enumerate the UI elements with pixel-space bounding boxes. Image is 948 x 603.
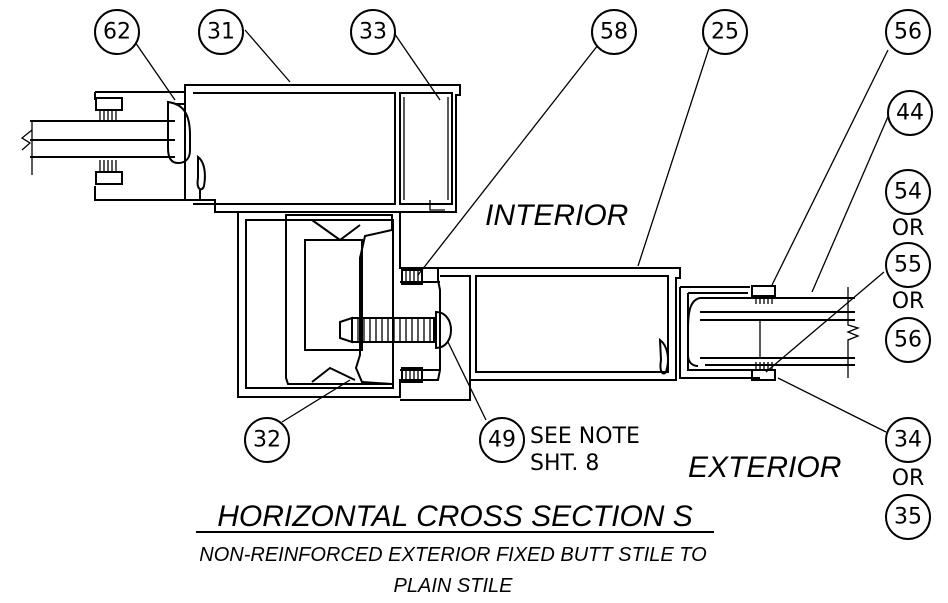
sheet-reference-text: SHT. 8 [530, 451, 599, 476]
svg-text:55: 55 [894, 253, 922, 278]
leader-lines [134, 29, 891, 433]
svg-text:62: 62 [103, 20, 131, 45]
right-glazing [658, 285, 860, 381]
svg-text:58: 58 [600, 20, 628, 45]
svg-text:56: 56 [894, 328, 922, 353]
screw-49 [339, 310, 452, 350]
drawing-subtitle-line-2: PLAIN STILE [394, 575, 514, 597]
callout-58: 58 [591, 9, 637, 55]
or-label-3: OR [892, 466, 925, 491]
callout-34: 34 [885, 417, 931, 463]
svg-text:54: 54 [894, 180, 922, 205]
svg-text:56: 56 [894, 20, 922, 45]
stile-25 [400, 267, 681, 401]
svg-text:44: 44 [896, 101, 924, 126]
weatherstrip-58 [401, 269, 423, 383]
callout-35: 35 [885, 494, 931, 540]
callout-62: 62 [94, 9, 140, 55]
callout-55: 55 [885, 242, 931, 288]
see-note-text: SEE NOTE [530, 424, 640, 449]
frame-31-33 [184, 84, 461, 213]
svg-text:35: 35 [894, 505, 922, 530]
svg-text:33: 33 [359, 20, 387, 45]
frame-32 [237, 211, 441, 398]
glazing-wedge-62 [167, 100, 191, 165]
drawing-title: HORIZONTAL CROSS SECTION S [217, 500, 693, 533]
callout-54: 54 [885, 169, 931, 215]
callout-56-mid: 56 [885, 317, 931, 363]
callout-44: 44 [887, 90, 933, 136]
or-label-2: OR [892, 289, 925, 314]
svg-text:32: 32 [253, 428, 281, 453]
left-glass-pane [20, 120, 175, 175]
callout-56-top: 56 [885, 9, 931, 55]
callout-49: 49 [479, 417, 525, 463]
drawing-subtitle-line-1: NON-REINFORCED EXTERIOR FIXED BUTT STILE… [199, 544, 706, 566]
callout-31: 31 [198, 9, 244, 55]
svg-text:34: 34 [894, 428, 922, 453]
callout-32: 32 [244, 417, 290, 463]
or-label-1: OR [892, 216, 925, 241]
snap-clip-left [196, 155, 206, 191]
exterior-label: EXTERIOR [688, 451, 841, 484]
svg-text:25: 25 [711, 20, 739, 45]
svg-text:49: 49 [488, 428, 516, 453]
svg-text:31: 31 [207, 20, 235, 45]
interior-label: INTERIOR [485, 199, 628, 232]
callout-25: 25 [702, 9, 748, 55]
callout-33: 33 [350, 9, 396, 55]
